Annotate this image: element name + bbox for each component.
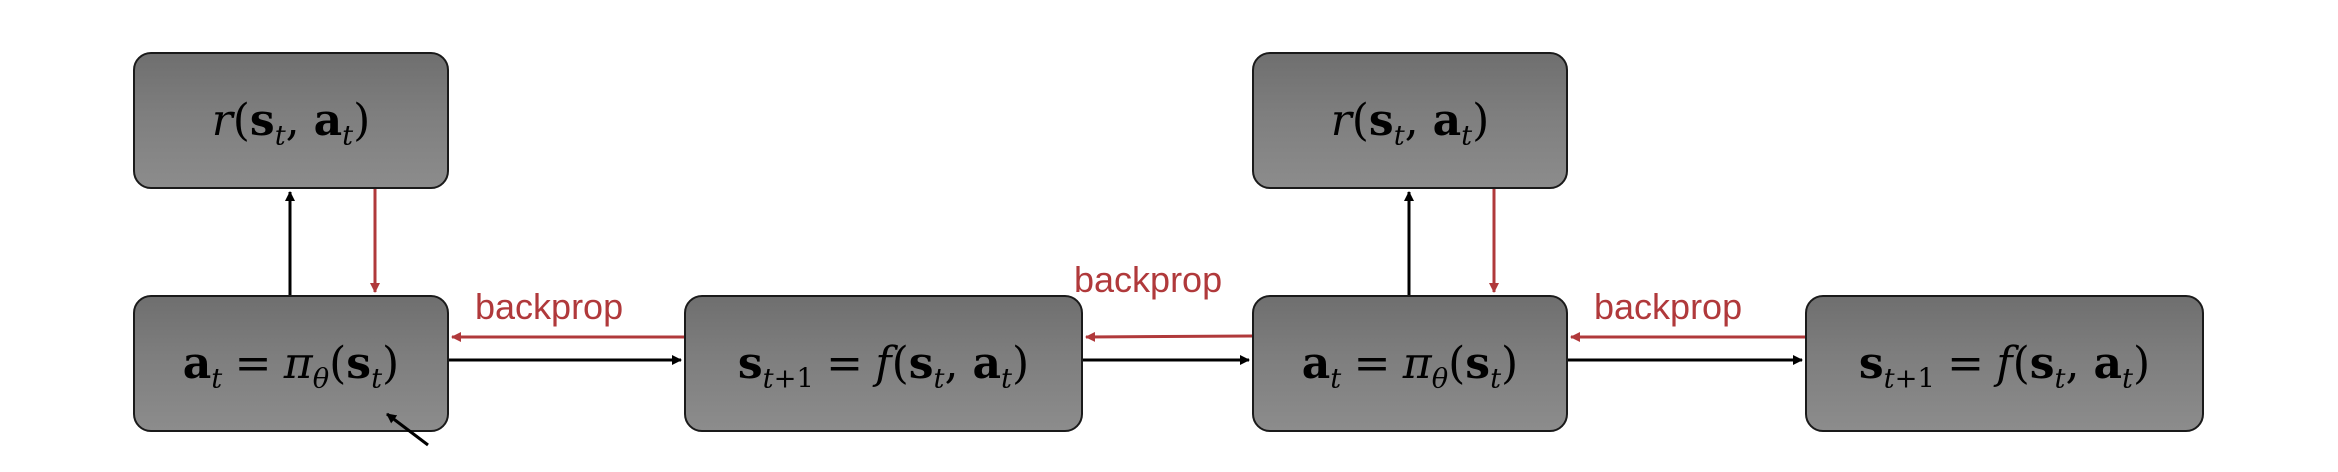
backprop-label-1: backprop [475,286,624,327]
policy-node-1: at=πθ(st) [133,295,449,432]
dynamics-formula-2: st+1=f(st, at) [1858,337,2151,395]
reward-formula-1: r(st, at) [211,94,371,152]
input-arrow-policy-1 [386,412,429,447]
reward-node-1: r(st, at) [133,52,449,189]
backprop-label-2: backprop [1074,259,1223,300]
backprop-arrow-policy-to-dynamics-1 [1085,331,1253,342]
reward-formula-2: r(st, at) [1330,94,1490,152]
backprop-label-3: backprop [1594,286,1743,327]
policy-formula-1: at=πθ(st) [182,337,400,395]
policy-formula-2: at=πθ(st) [1301,337,1519,395]
dynamics-node-2: st+1=f(st, at) [1805,295,2204,432]
policy-node-2: at=πθ(st) [1252,295,1568,432]
dynamics-formula-1: st+1=f(st, at) [737,337,1030,395]
dynamics-node-1: st+1=f(st, at) [684,295,1083,432]
reward-node-2: r(st, at) [1252,52,1568,189]
